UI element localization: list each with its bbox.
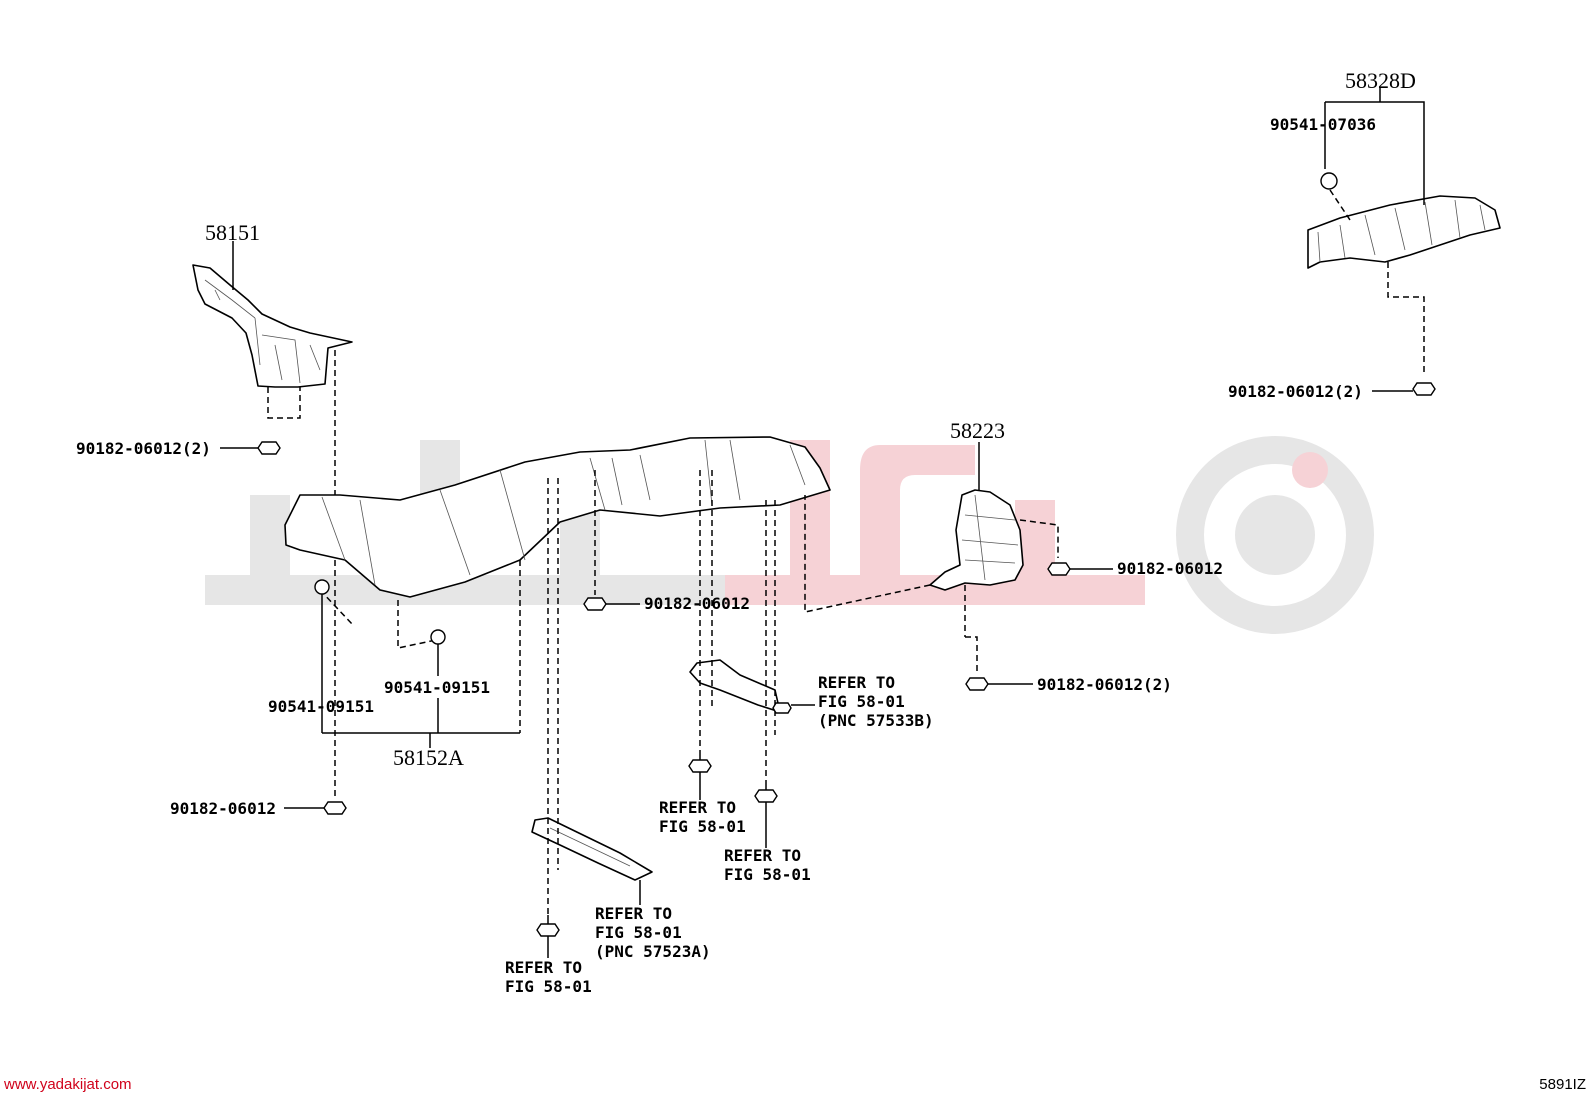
label-90541-09151-a: 90541-09151 <box>268 697 374 716</box>
refer-label-fig-58-01-c: REFER TO FIG 58-01 <box>505 958 592 996</box>
svg-text:REFER TO: REFER TO <box>659 798 736 817</box>
svg-text:FIG 58-01: FIG 58-01 <box>724 865 811 884</box>
refer-label-57523a: REFER TO FIG 58-01 (PNC 57523A) <box>595 904 711 961</box>
label-90182-06012-c: 90182-06012 <box>1117 559 1223 578</box>
nut-icon <box>1412 382 1436 396</box>
part-58151-shape <box>192 264 353 388</box>
label-90182-06012-2-c: 90182-06012(2) <box>1228 382 1363 401</box>
website-link[interactable]: www.yadakijat.com <box>4 1076 132 1093</box>
svg-text:(PNC 57523A): (PNC 57523A) <box>595 942 711 961</box>
label-90182-06012-a: 90182-06012 <box>170 799 276 818</box>
bolt-icon <box>688 750 712 773</box>
bolt-icon <box>536 915 560 937</box>
svg-text:FIG 58-01: FIG 58-01 <box>818 692 905 711</box>
label-90182-06012-2-a: 90182-06012(2) <box>76 439 211 458</box>
svg-text:REFER TO: REFER TO <box>724 846 801 865</box>
svg-text:REFER TO: REFER TO <box>818 673 895 692</box>
part-58328d-shape <box>1307 195 1501 269</box>
nut-icon <box>257 441 281 455</box>
svg-text:FIG 58-01: FIG 58-01 <box>659 817 746 836</box>
bolt-icon <box>754 780 778 803</box>
nut-icon <box>583 597 607 611</box>
label-90182-06012-b: 90182-06012 <box>644 594 750 613</box>
svg-text:(PNC 57533B): (PNC 57533B) <box>818 711 934 730</box>
refer-label-fig-58-01-b: REFER TO FIG 58-01 <box>724 846 811 884</box>
refer-label-57533b: REFER TO FIG 58-01 (PNC 57533B) <box>818 673 934 730</box>
clip-icon <box>314 579 330 595</box>
bolt-icon <box>772 702 792 714</box>
clip-icon <box>430 629 446 645</box>
nut-icon <box>323 801 347 815</box>
refer-label-fig-58-01-a: REFER TO FIG 58-01 <box>659 798 746 836</box>
label-58328d: 58328D <box>1345 68 1416 93</box>
label-58223: 58223 <box>950 418 1005 443</box>
clip-icon <box>1320 172 1338 190</box>
svg-text:REFER TO: REFER TO <box>505 958 582 977</box>
svg-text:FIG 58-01: FIG 58-01 <box>505 977 592 996</box>
label-90541-09151-b: 90541-09151 <box>384 678 490 697</box>
label-90541-07036: 90541-07036 <box>1270 115 1376 134</box>
label-58152a: 58152A <box>393 745 464 770</box>
bracket-57523a-shape <box>531 817 653 881</box>
label-90182-06012-2-b: 90182-06012(2) <box>1037 675 1172 694</box>
svg-text:FIG 58-01: FIG 58-01 <box>595 923 682 942</box>
label-58151: 58151 <box>205 220 260 245</box>
part-58223-shape <box>929 489 1024 591</box>
nut-icon <box>965 677 989 691</box>
nut-icon <box>1047 562 1071 576</box>
diagram-code: 5891IZ <box>1539 1076 1586 1093</box>
svg-text:REFER TO: REFER TO <box>595 904 672 923</box>
part-58152a-shape <box>284 436 831 598</box>
